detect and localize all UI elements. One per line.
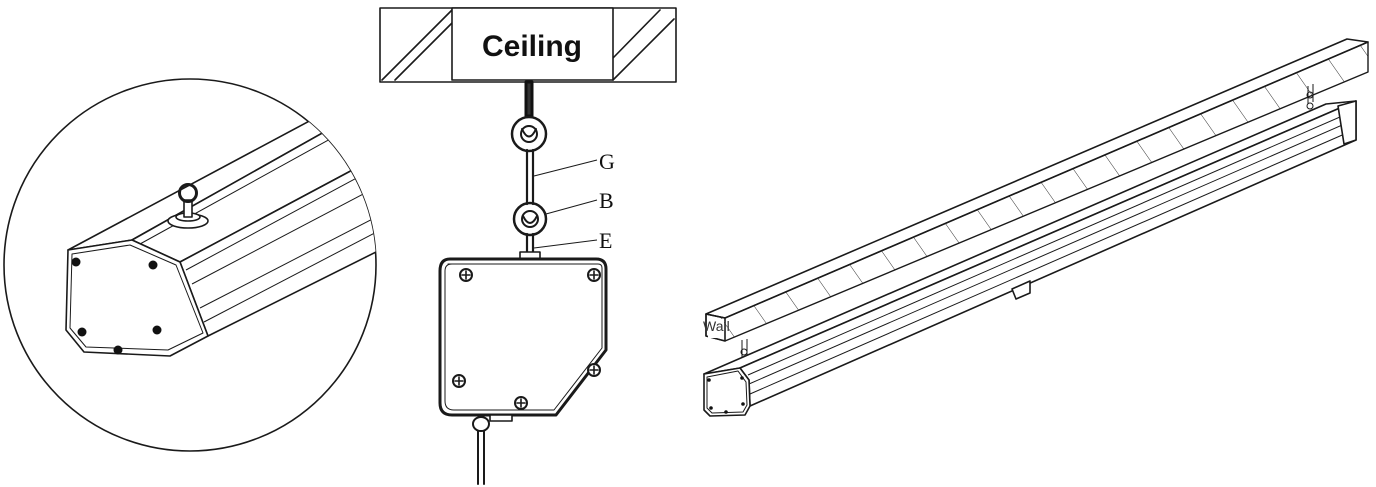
screw-icon: [709, 406, 713, 410]
screw-icon: [113, 345, 123, 355]
screw-icon: [148, 260, 158, 270]
housing-end-cap: [703, 367, 751, 417]
screw-icon: [707, 378, 711, 382]
ceiling-suspension: Ceiling G B E: [379, 7, 677, 485]
screw-icon: [587, 268, 601, 282]
end-cap: [65, 239, 209, 357]
label-g: G: [599, 149, 615, 174]
screw-icon: [77, 327, 87, 337]
detail-circle: [3, 78, 377, 452]
screw-icon: [459, 268, 473, 282]
housing-detail: [65, 79, 376, 357]
screw-icon: [71, 257, 81, 267]
threaded-rod: [524, 80, 534, 118]
screw-icon: [514, 396, 528, 410]
pull-rod-icon: [472, 414, 513, 485]
screw-icon: [740, 376, 744, 380]
screw-icon: [741, 402, 745, 406]
screen-end-cap: [438, 257, 608, 417]
screen-housing-top: [703, 100, 1357, 375]
wall-mount-view: Wall: [703, 38, 1369, 417]
upper-eye-icon: [510, 115, 548, 153]
label-b: B: [599, 188, 614, 213]
eye-bolt-icon: [167, 183, 209, 229]
lower-eye-icon: [512, 201, 548, 237]
screw-icon: [724, 410, 728, 414]
screw-icon: [587, 363, 601, 377]
hanger-icon: [1306, 84, 1314, 110]
wall-label: Wall: [703, 318, 730, 334]
ceiling-label: Ceiling: [482, 30, 582, 63]
screw-icon: [452, 374, 466, 388]
wall-slab-front: [705, 41, 1369, 342]
eye-bolt-e-icon: [519, 232, 541, 260]
center-tab: [1011, 280, 1031, 300]
detail-view: [3, 78, 377, 452]
screw-icon: [152, 325, 162, 335]
ceiling-label-box: [451, 7, 614, 81]
label-e: E: [599, 228, 612, 253]
